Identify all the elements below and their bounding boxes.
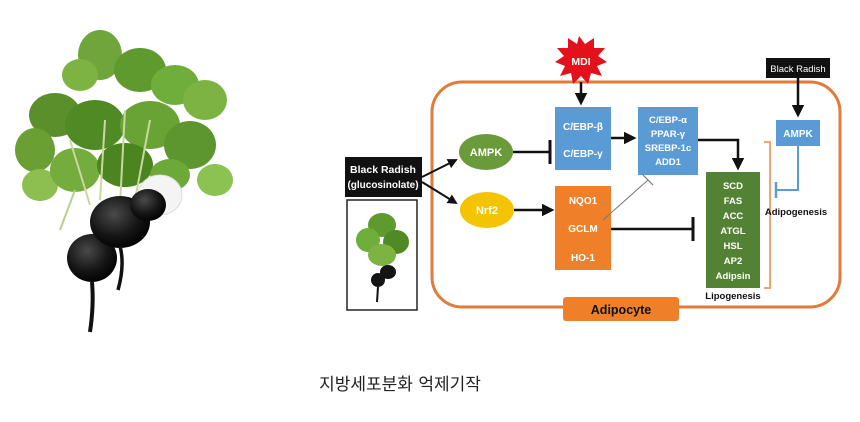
black-radish-top-box (766, 58, 830, 78)
hsl-label: HSL (724, 241, 743, 252)
ampk-box-right-label: AMPK (783, 129, 813, 140)
acc-label: ACC (723, 211, 744, 222)
cebp-alpha-label: C/EBP-α (649, 115, 687, 126)
black-radish-label-line2: (glucosinolate) (347, 180, 418, 191)
black-radish-inset-photo (346, 199, 418, 311)
nrf2-node (460, 192, 514, 228)
adipocyte-label: Adipocyte (591, 303, 651, 317)
cebp-gamma-label: C/EBP-γ (563, 149, 603, 160)
lipogenesis-bracket (764, 141, 771, 289)
lipogenesis-gene-box (706, 172, 760, 288)
srebp-label: SREBP-1c (645, 143, 691, 154)
black-radish-label-line1: Black Radish (350, 164, 416, 176)
mdi-burst (555, 36, 607, 84)
fas-label: FAS (724, 196, 742, 207)
ppar-gamma-label: PPAR-γ (651, 129, 686, 140)
cebp-beta-gamma-box (555, 107, 611, 170)
ampk-node (459, 134, 513, 170)
gclm-label: GCLM (568, 224, 597, 235)
adipocyte-label-box (563, 297, 679, 321)
mdi-label: MDI (571, 56, 590, 68)
add1-label: ADD1 (655, 157, 682, 168)
ampk-box-right (776, 120, 820, 146)
cebp-beta-label: C/EBP-β (563, 122, 603, 133)
adipsin-label: Adipsin (716, 271, 751, 282)
lipogenesis-label: Lipogenesis (705, 291, 760, 302)
black-radish-top-label: Black Radish (770, 64, 825, 75)
ho1-label: HO-1 (571, 253, 595, 264)
black-radish-glucosinolate-box (345, 157, 422, 197)
scd-label: SCD (723, 181, 743, 192)
transcription-factor-box (638, 107, 698, 175)
figure-caption: 지방세포분화 억제기작 (319, 375, 481, 395)
ap2-label: AP2 (724, 256, 742, 267)
ampk-node-label: AMPK (470, 147, 502, 159)
nqo1-label: NQO1 (569, 196, 598, 207)
radish-roots (67, 189, 166, 333)
atgl-label: ATGL (720, 226, 745, 237)
nrf2-node-label: Nrf2 (476, 205, 498, 217)
adipogenesis-label: Adipogenesis (765, 207, 827, 218)
antioxidant-gene-box (555, 186, 611, 270)
black-radish-plant-photo (15, 30, 233, 333)
